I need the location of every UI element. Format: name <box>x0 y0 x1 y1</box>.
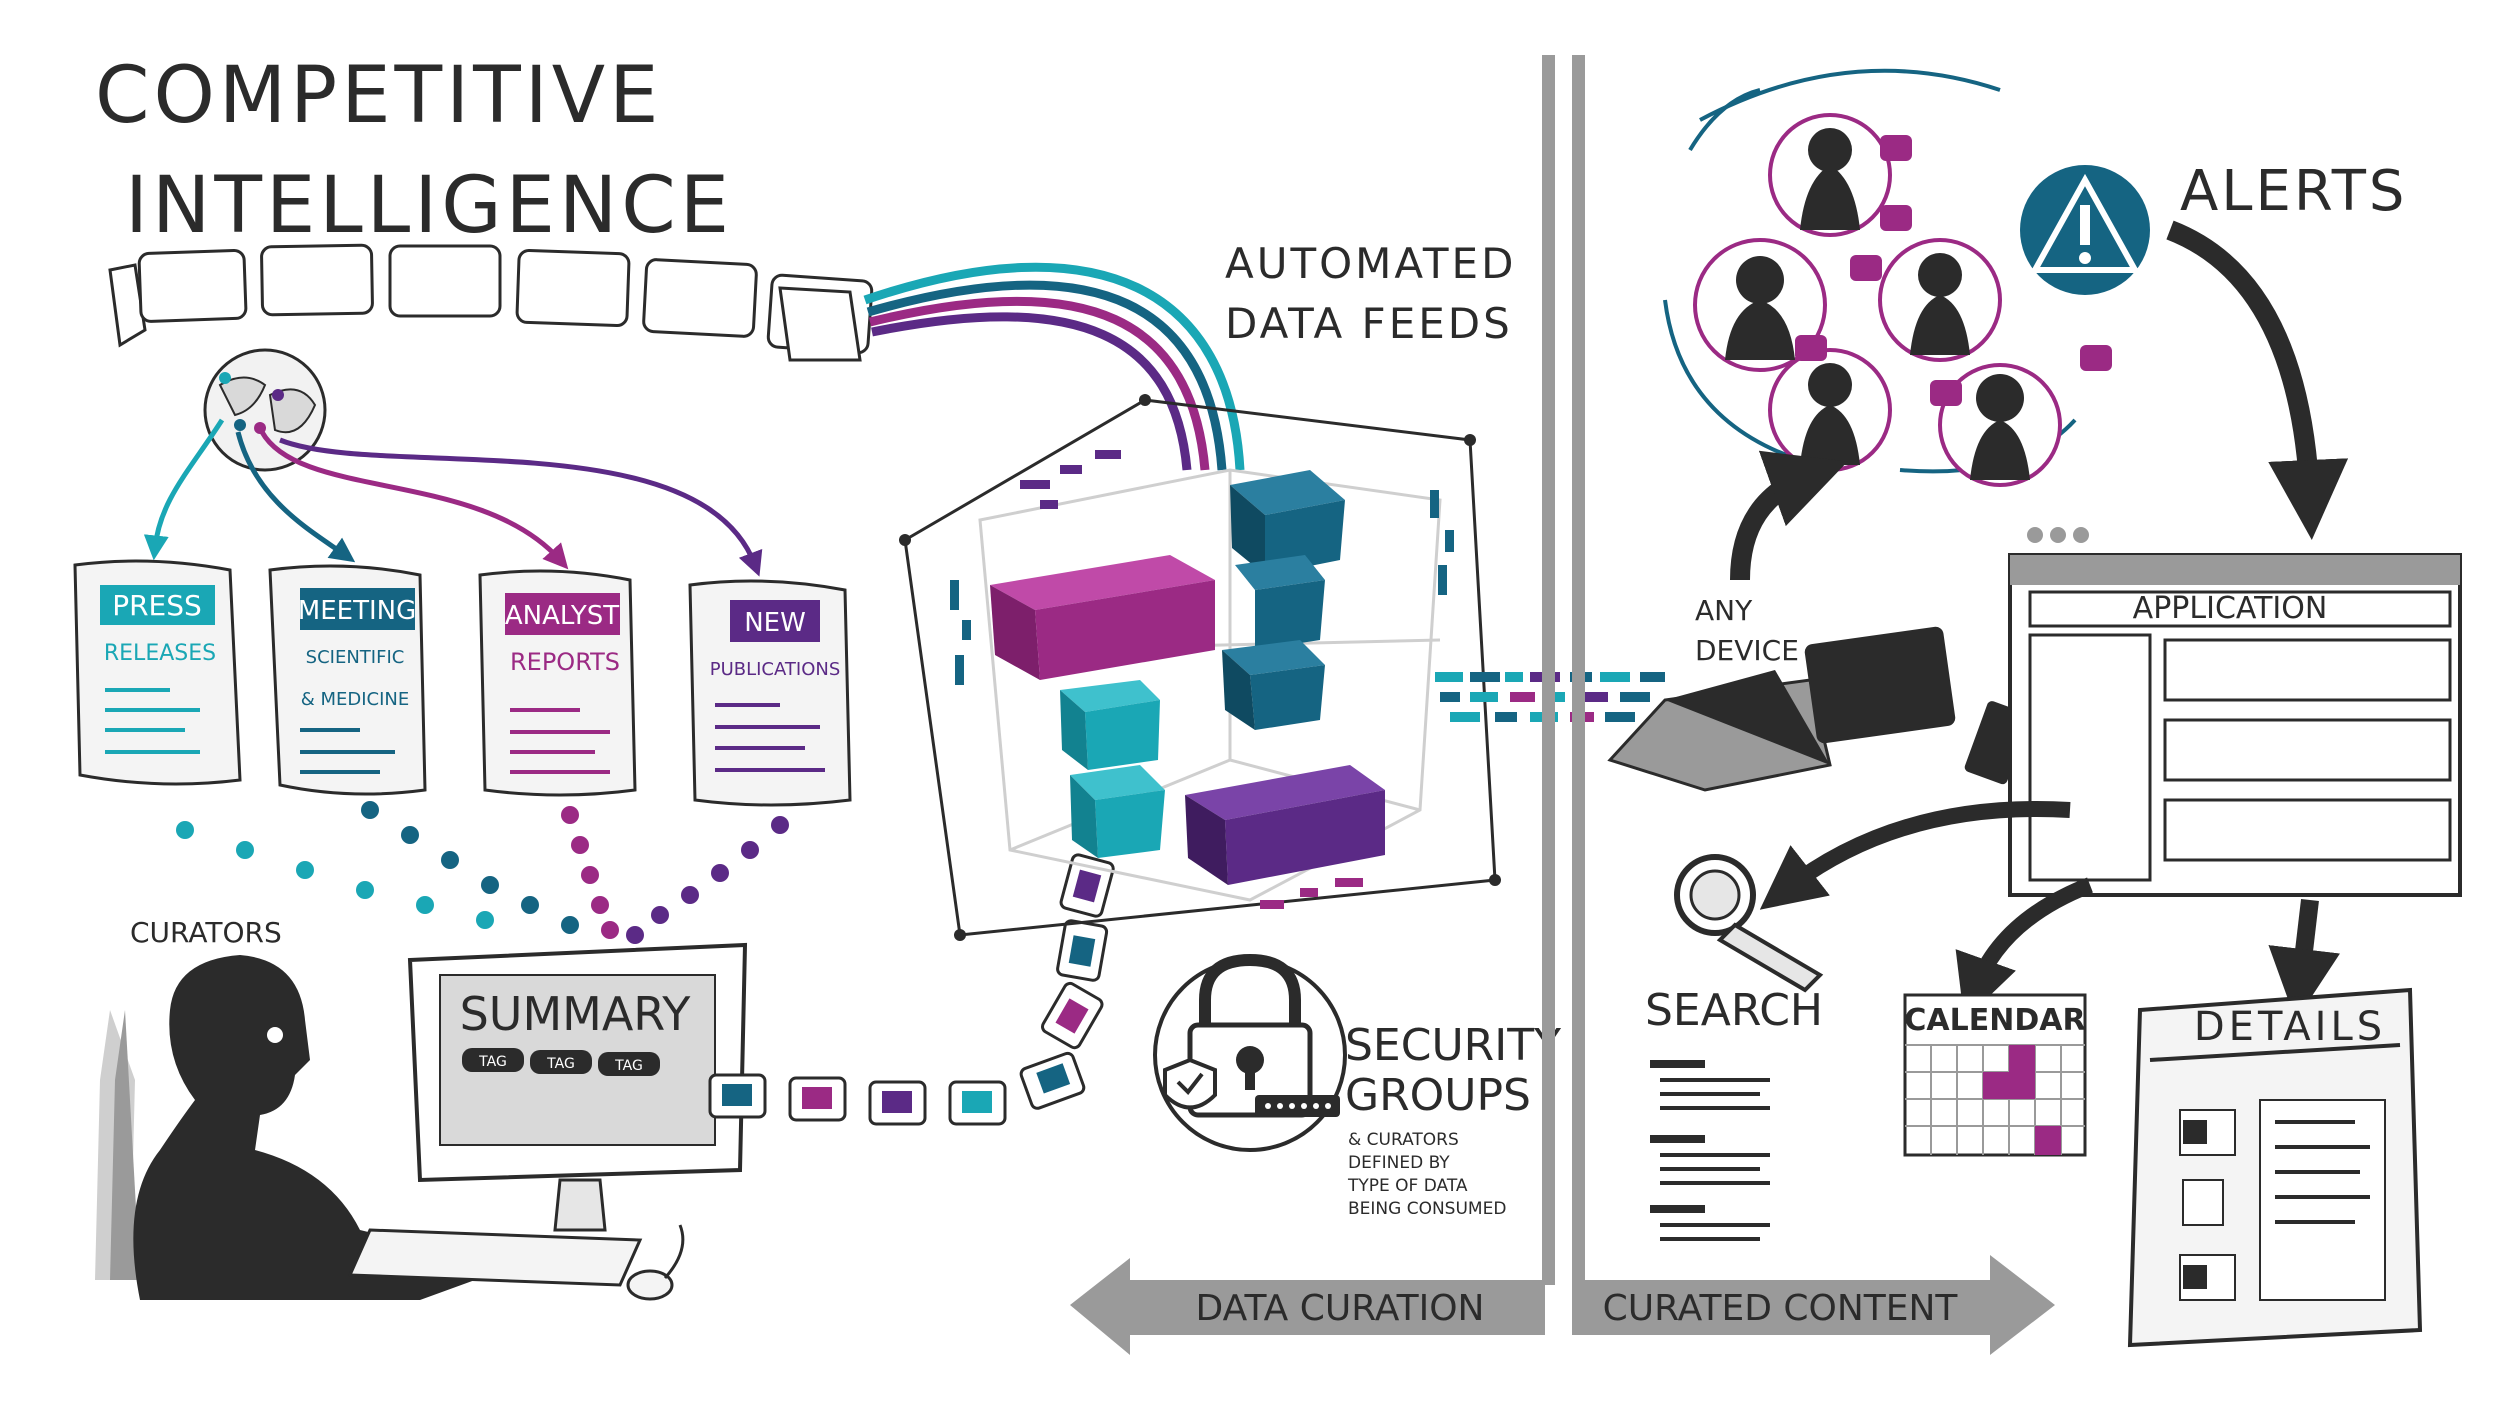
tag-1: TAG <box>478 1054 507 1070</box>
document-publications: NEW PUBLICATIONS <box>688 579 852 807</box>
monitor-tags: TAG TAG TAG <box>462 1048 660 1076</box>
any-device-line1: ANY <box>1695 594 1753 627</box>
doc-publications-subtitle: PUBLICATIONS <box>710 659 841 680</box>
curators-label: CURATORS <box>130 916 282 949</box>
any-device-line2: DEVICE <box>1695 634 1799 667</box>
feeds-label-line1: AUTOMATED <box>1225 239 1516 288</box>
document-meeting: MEETING SCIENTIFIC & MEDICINE <box>268 564 427 796</box>
security-title-line2: GROUPS <box>1345 1070 1531 1121</box>
device-to-people-arrow <box>1730 450 1848 581</box>
data-cube <box>899 394 1501 941</box>
app-to-details-arrow <box>2268 898 2340 1021</box>
word-icon <box>2183 1120 2207 1144</box>
app-to-calendar-arrow <box>1955 877 2093 1021</box>
document-press: PRESS RELEASES <box>73 559 242 786</box>
search-icon <box>1674 854 1824 993</box>
alert-to-app-arrow <box>2166 220 2349 540</box>
alert-icon <box>2020 165 2150 295</box>
tag-3: TAG <box>614 1058 643 1074</box>
doc-publications-title: NEW <box>744 608 806 638</box>
calendar-label: CALENDAR <box>1904 1003 2085 1038</box>
feed-lines <box>863 262 1245 471</box>
title-group: COMPETITIVE INTELLIGENCE <box>95 51 733 251</box>
doc-analyst-title: ANALYST <box>505 601 619 631</box>
monitor-summary-title: SUMMARY <box>460 987 692 1041</box>
doc-press-title: PRESS <box>112 589 202 622</box>
tag-2: TAG <box>546 1056 575 1072</box>
tile-chain <box>708 853 1115 1126</box>
security-title-line1: SECURITY <box>1345 1020 1561 1071</box>
data-curation-arrow: DATA CURATION <box>1070 1258 1545 1355</box>
security-note-line4: BEING CONSUMED <box>1348 1199 1506 1219</box>
doc-meeting-subtitle2: & MEDICINE <box>301 689 410 710</box>
search-results <box>1650 1060 1770 1241</box>
center-divider <box>1542 55 1585 1285</box>
curated-content-arrow: CURATED CONTENT <box>1572 1255 2055 1355</box>
search-label: SEARCH <box>1645 985 1823 1036</box>
doc-meeting-subtitle: SCIENTIFIC <box>306 647 405 668</box>
application-window: APPLICATION <box>2008 527 2462 897</box>
globe-to-doc-arrows <box>143 418 763 577</box>
lock-icon <box>1153 953 1347 1152</box>
details-label: DETAILS <box>2194 1004 2386 1050</box>
feeds-label-line2: DATA FEEDS <box>1225 299 1513 348</box>
alerts-label: ALERTS <box>2180 159 2407 224</box>
security-note-line2: DEFINED BY <box>1348 1153 1450 1173</box>
monitor: SUMMARY TAG TAG TAG <box>347 942 748 1301</box>
people-cluster <box>1663 68 2112 487</box>
mouse <box>626 1269 674 1301</box>
application-title: APPLICATION <box>2133 591 2328 626</box>
curator-person-icon <box>95 955 476 1300</box>
doc-analyst-subtitle: REPORTS <box>510 648 620 676</box>
dotted-flows <box>176 801 789 944</box>
app-to-search-arrow <box>1759 801 2071 910</box>
calendar-icon: CALENDAR <box>1903 993 2087 1157</box>
details-document: DETAILS <box>2127 987 2423 1348</box>
pdf-icon <box>2182 1179 2224 1226</box>
doc-press-subtitle: RELEASES <box>104 641 216 666</box>
data-curation-label: DATA CURATION <box>1196 1288 1485 1329</box>
title-line1: COMPETITIVE <box>95 51 662 141</box>
security-note-line3: TYPE OF DATA <box>1347 1176 1468 1196</box>
security-label: SECURITY GROUPS & CURATORS DEFINED BY TY… <box>1345 1020 1561 1219</box>
document-analyst: ANALYST REPORTS <box>478 569 637 797</box>
film-strip <box>108 243 874 362</box>
security-note-line1: & CURATORS <box>1348 1130 1459 1150</box>
curated-content-label: CURATED CONTENT <box>1603 1288 1959 1329</box>
word-icon-2 <box>2183 1265 2207 1289</box>
keyboard <box>347 1228 643 1287</box>
globe-icon <box>203 348 327 472</box>
title-line2: INTELLIGENCE <box>125 161 733 251</box>
doc-meeting-title: MEETING <box>298 596 416 626</box>
device-icons <box>1607 626 2030 792</box>
